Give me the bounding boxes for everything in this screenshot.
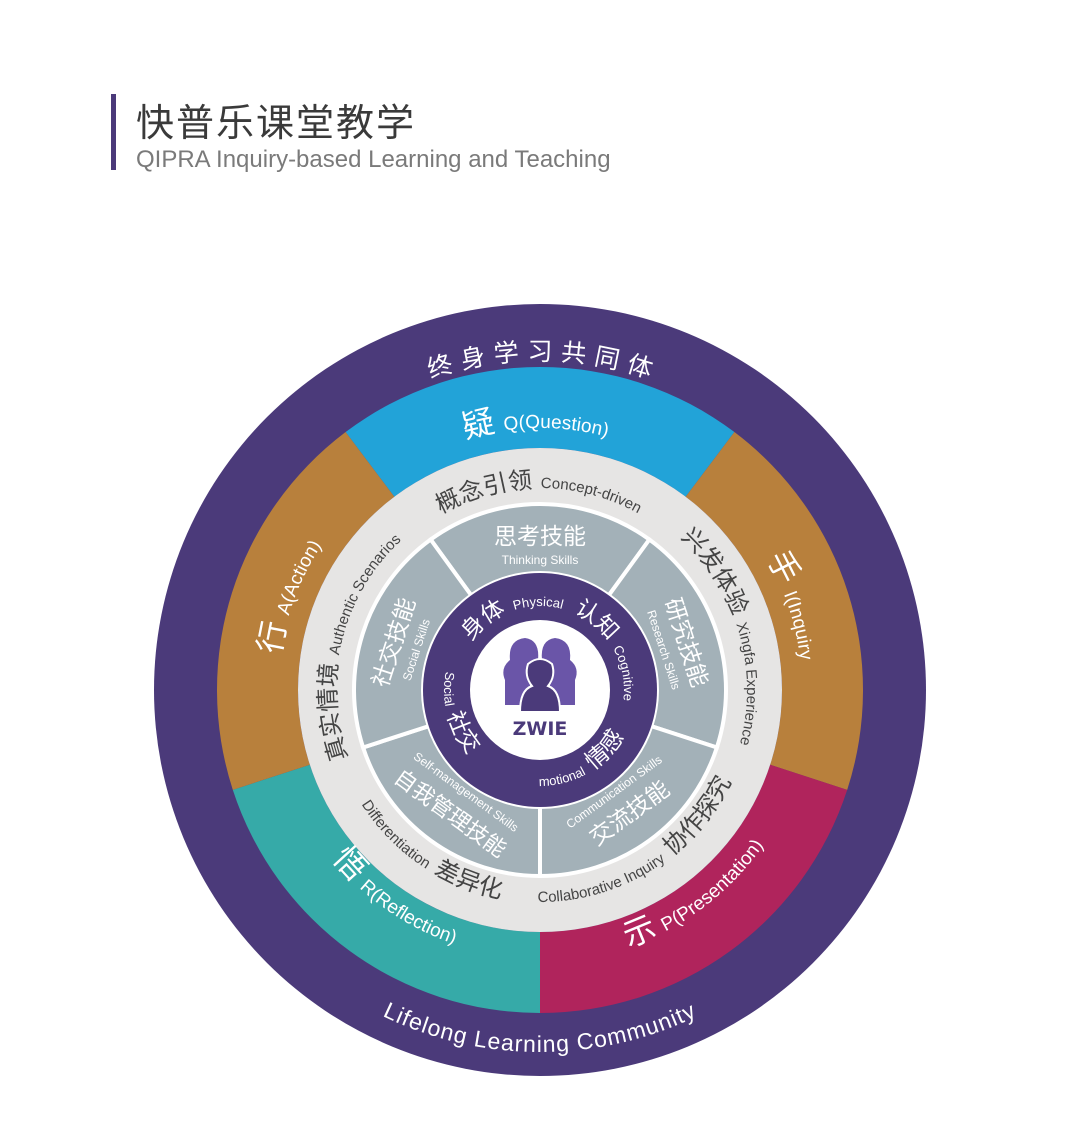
- page-subtitle: QIPRA Inquiry-based Learning and Teachin…: [136, 146, 611, 173]
- stage-action-label-part: 行: [250, 618, 293, 657]
- logo-text: ZWIE: [513, 718, 568, 740]
- domain-social-label-part: Social: [441, 671, 458, 707]
- page-title: 快普乐课堂教学: [136, 101, 417, 145]
- skill-thinking-label: 思考技能 Thinking Skills: [494, 524, 586, 567]
- domain-physical-label-part: Physical: [511, 594, 565, 613]
- skill-zh: 思考技能: [494, 524, 586, 550]
- zwie-logo: ZWIE: [503, 638, 577, 740]
- stage-question-sector: [345, 367, 735, 497]
- head-left-icon: [503, 638, 541, 705]
- skill-en: Thinking Skills: [502, 553, 579, 567]
- head-right-icon: [539, 638, 577, 705]
- stage-presentation-sector: [540, 764, 848, 1013]
- title-accent-bar: [111, 94, 116, 170]
- head-center-icon: [518, 658, 562, 713]
- stage-inquiry-sector: [685, 432, 863, 790]
- stage-action-sector: [216, 432, 395, 790]
- stage-reflection-sector: [232, 764, 540, 1013]
